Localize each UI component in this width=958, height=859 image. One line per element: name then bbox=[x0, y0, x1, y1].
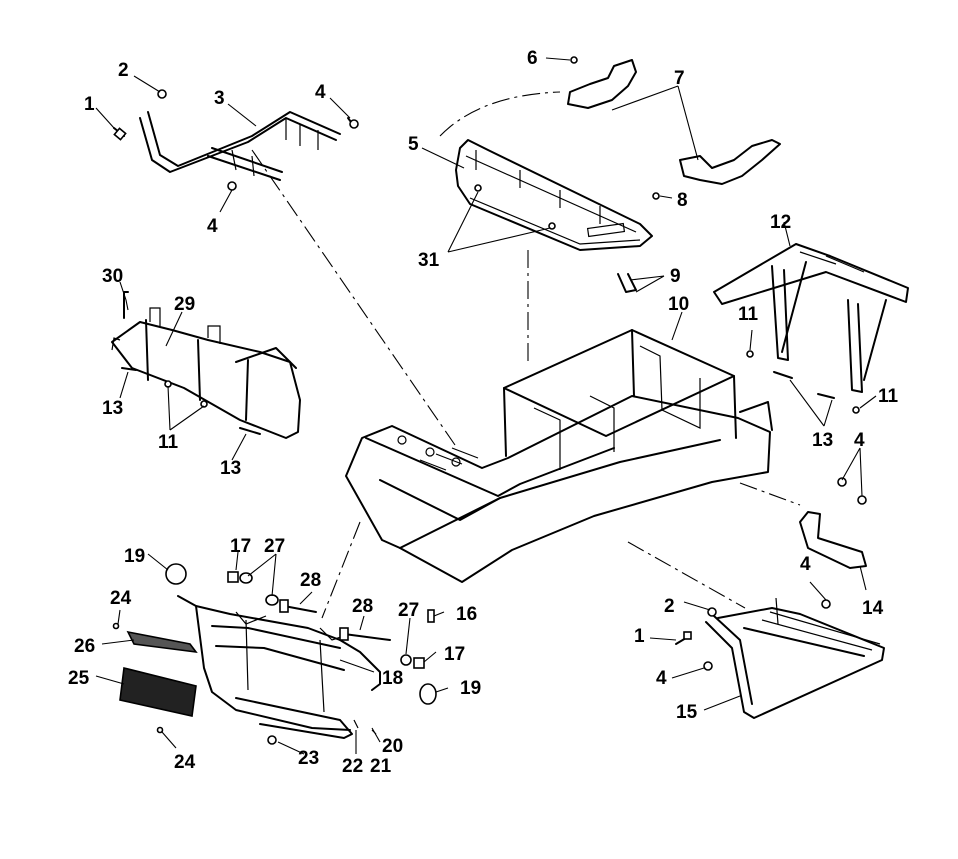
callout-30: 30 bbox=[102, 266, 123, 287]
callout-6: 6 bbox=[527, 48, 538, 69]
callout-15: 15 bbox=[676, 702, 698, 723]
callout-24: 24 bbox=[174, 752, 196, 773]
callout-8: 8 bbox=[677, 190, 688, 211]
leader-lines bbox=[95, 57, 877, 755]
callout-23: 23 bbox=[298, 748, 319, 769]
callout-2: 2 bbox=[664, 596, 675, 617]
callout-4: 4 bbox=[800, 554, 811, 575]
callout-11: 11 bbox=[158, 432, 179, 453]
callout-20: 20 bbox=[382, 736, 403, 757]
callout-29: 29 bbox=[174, 294, 195, 315]
rear-frame-part-12 bbox=[713, 243, 909, 393]
callout-1: 1 bbox=[84, 94, 95, 115]
panel-part-7 bbox=[567, 59, 781, 185]
front-bulkhead-part-29 bbox=[111, 291, 301, 439]
callout-13: 13 bbox=[102, 398, 123, 419]
callout-4: 4 bbox=[207, 216, 218, 237]
callout-26: 26 bbox=[74, 636, 95, 657]
callout-17: 17 bbox=[444, 644, 465, 665]
callout-22: 22 bbox=[342, 756, 363, 777]
seat-base-part-5 bbox=[455, 139, 653, 251]
callout-12: 12 bbox=[770, 212, 791, 233]
main-frame-part-10 bbox=[345, 329, 773, 583]
callout-10: 10 bbox=[668, 294, 689, 315]
callout-25: 25 bbox=[68, 668, 90, 689]
callout-3: 3 bbox=[214, 88, 225, 109]
callout-4: 4 bbox=[656, 668, 667, 689]
callout-labels: 1 2 3 4 4 5 6 7 8 9 10 11 11 11 12 13 13… bbox=[68, 48, 899, 777]
callout-16: 16 bbox=[456, 604, 477, 625]
callout-18: 18 bbox=[382, 668, 403, 689]
callout-4: 4 bbox=[315, 82, 326, 103]
callout-7: 7 bbox=[674, 68, 685, 89]
hardware bbox=[112, 56, 867, 745]
callout-17: 17 bbox=[230, 536, 251, 557]
callout-11: 11 bbox=[878, 386, 899, 407]
callout-11: 11 bbox=[738, 304, 759, 325]
callout-31: 31 bbox=[418, 250, 440, 271]
grille-mesh-part-26 bbox=[126, 630, 198, 654]
bracket-part-14 bbox=[799, 511, 867, 569]
callout-24: 24 bbox=[110, 588, 132, 609]
seat-bar-part-3 bbox=[139, 111, 341, 181]
callout-5: 5 bbox=[408, 134, 419, 155]
callout-21: 21 bbox=[370, 756, 392, 777]
callout-14: 14 bbox=[862, 598, 884, 619]
callout-1: 1 bbox=[634, 626, 645, 647]
callout-28: 28 bbox=[300, 570, 321, 591]
grille-part-25 bbox=[119, 667, 197, 717]
alignment-lines bbox=[251, 91, 801, 619]
callout-9: 9 bbox=[670, 266, 681, 287]
callout-4: 4 bbox=[854, 430, 865, 451]
callout-27: 27 bbox=[398, 600, 419, 621]
step-part-15 bbox=[705, 597, 885, 719]
front-bumper-part-18 bbox=[177, 595, 381, 739]
callout-19: 19 bbox=[460, 678, 481, 699]
bracket-part-9 bbox=[617, 273, 637, 293]
callout-28: 28 bbox=[352, 596, 373, 617]
callout-13: 13 bbox=[220, 458, 241, 479]
callout-27: 27 bbox=[264, 536, 285, 557]
callout-13: 13 bbox=[812, 430, 833, 451]
callout-19: 19 bbox=[124, 546, 145, 567]
callout-2: 2 bbox=[118, 60, 129, 81]
